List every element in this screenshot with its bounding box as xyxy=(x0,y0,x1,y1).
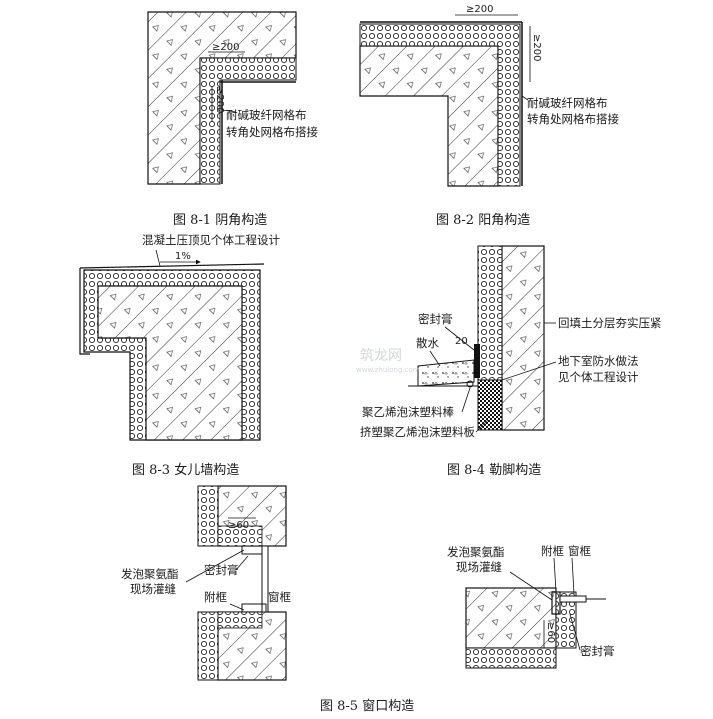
label-corner-overlap: 转角处网格布搭接 xyxy=(527,112,619,126)
leader-line xyxy=(501,361,557,381)
label-sealant: 密封膏 xyxy=(204,563,239,577)
leader-line xyxy=(509,571,553,601)
watermark-url: www.zhulong.com xyxy=(356,366,420,374)
apron-slab xyxy=(417,359,475,387)
label-sealant: 密封膏 xyxy=(418,312,453,326)
insulation-return xyxy=(217,525,263,547)
watermark: 筑龙网 www.zhulong.com xyxy=(356,348,420,374)
caption-8-3: 图 8-3 女儿墙构造 xyxy=(132,462,239,478)
leader-line xyxy=(444,326,475,351)
caption-8-2: 图 8-2 阳角构造 xyxy=(436,213,530,228)
concrete-wall xyxy=(359,45,499,187)
foam-rod xyxy=(466,380,474,388)
xps-board xyxy=(477,379,503,431)
label-subframe: 附框 xyxy=(204,590,227,604)
coping-slope-line xyxy=(79,263,265,269)
leader-line xyxy=(521,95,529,101)
leader-line xyxy=(235,555,249,571)
label-waterproof-1: 地下室防水做法 xyxy=(558,354,639,368)
insulation-layer xyxy=(199,57,297,185)
dimension-60: ≥60 xyxy=(545,622,556,643)
leader-line xyxy=(229,603,245,611)
concrete-wall xyxy=(501,245,545,431)
sealant-block xyxy=(474,344,480,378)
insulation-return xyxy=(217,611,263,629)
label-foam-rod: 聚乙烯泡沫塑料棒 xyxy=(362,405,454,419)
insulation-layer xyxy=(359,23,521,187)
label-coping: 混凝土压顶见个体工程设计 xyxy=(142,233,280,247)
figure-8-5-window-section: ≥60 发泡聚氨酯 现场灌缝 密封膏 附框 窗框 xyxy=(121,485,291,681)
leader-line xyxy=(429,350,441,367)
caption-8-4: 图 8-4 勒脚构造 xyxy=(447,462,541,478)
label-corner-overlap: 转角处网格布搭接 xyxy=(226,125,318,139)
dimension-overlap-vertical: ≥200 xyxy=(214,86,225,113)
dimension-60: ≥60 xyxy=(228,520,249,531)
label-frame: 窗框 xyxy=(268,590,291,604)
label-foam-2: 现场灌缝 xyxy=(130,582,176,596)
concrete-parapet xyxy=(97,285,243,441)
dimension-20: 20 xyxy=(455,336,468,347)
label-subframe: 附框 xyxy=(541,544,564,558)
figure-8-2-outside-corner: ≥200 ≥200 耐碱玻纤网格布 转角处网格布搭接 图 8-2 阳角构造 xyxy=(359,4,619,228)
leader-line xyxy=(475,419,489,433)
dimension-overlap-vertical: ≥200 xyxy=(531,34,542,61)
foam-outline xyxy=(466,592,577,649)
insulation-upper xyxy=(197,485,219,547)
leader-line xyxy=(553,557,557,593)
label-xps: 挤塑聚乙烯泡沫塑料板 xyxy=(360,425,475,439)
leader-line xyxy=(571,557,575,595)
window-frame xyxy=(559,595,587,603)
caption-8-5: 图 8-5 窗口构造 xyxy=(320,698,414,714)
label-foam-1: 发泡聚氨酯 xyxy=(447,545,505,559)
dimension-overlap-horizontal: ≥200 xyxy=(466,4,493,15)
leader-line xyxy=(185,549,245,583)
insulation-layer xyxy=(477,245,503,381)
label-mesh: 耐碱玻纤网格布 xyxy=(226,108,307,122)
label-backfill: 回填土分层夯实压紧 xyxy=(558,316,662,330)
drip-edge xyxy=(79,268,90,355)
label-sealant: 密封膏 xyxy=(580,644,615,658)
window-subframe xyxy=(241,603,267,613)
label-frame: 窗框 xyxy=(568,544,591,558)
figure-8-3-parapet: 1% 混凝土压顶见个体工程设计 图 8-3 女儿墙构造 xyxy=(79,233,280,478)
leader-line xyxy=(221,109,237,113)
figure-8-5-window-plan: ≥60 发泡聚氨酯 现场灌缝 附框 窗框 密封膏 图 8-5 窗口构造 xyxy=(320,544,615,714)
label-mesh: 耐碱玻纤网格布 xyxy=(527,96,608,110)
caption-8-1: 图 8-1 阴角构造 xyxy=(173,213,267,228)
label-foam-2: 现场灌缝 xyxy=(456,560,502,574)
figure-8-4-plinth: 密封膏 20 散水 回填土分层夯实压紧 地下室防水做法 见个体工程设计 聚乙烯泡… xyxy=(360,245,662,478)
label-foam-1: 发泡聚氨酯 xyxy=(121,567,179,581)
dimension-overlap-horizontal: ≥200 xyxy=(212,42,239,53)
leader-line xyxy=(155,249,161,267)
insulation-lower xyxy=(197,611,219,681)
figure-8-1-inside-corner: ≥200 ≥200 耐碱玻纤网格布 转角处网格布搭接 图 8-1 阴角构造 xyxy=(147,11,318,228)
label-waterproof-2: 见个体工程设计 xyxy=(558,370,639,384)
watermark-logo: 筑龙网 xyxy=(360,348,402,364)
label-apron: 散水 xyxy=(416,336,439,350)
leader-line xyxy=(461,387,471,413)
leader-line xyxy=(569,613,581,651)
concrete-wall xyxy=(465,587,557,649)
slope-label: 1% xyxy=(175,251,191,262)
